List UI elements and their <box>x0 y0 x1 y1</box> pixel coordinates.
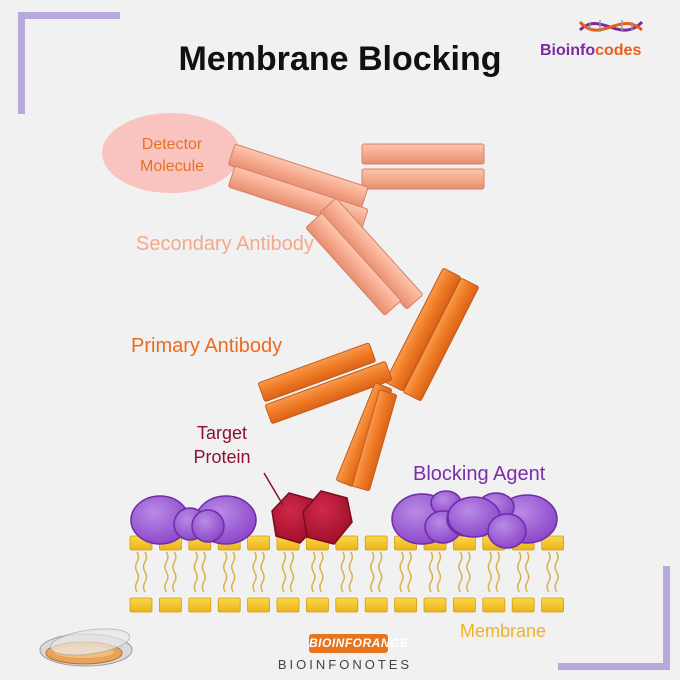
membrane-tail <box>222 551 228 593</box>
membrane-tail <box>289 551 295 593</box>
petri-dish-icon <box>39 628 133 667</box>
membrane-tail <box>428 551 434 593</box>
membrane-tail <box>252 551 257 593</box>
membrane-tail <box>524 551 530 593</box>
membrane-tail <box>319 551 324 593</box>
membrane-tail <box>340 551 346 593</box>
target-label-line1: Target <box>196 423 248 443</box>
membrane-tails <box>134 551 559 593</box>
footer-brand-text: BIOINFONOTES <box>277 657 413 672</box>
detector-molecule-label: Detector Molecule <box>112 134 232 178</box>
membrane-head <box>129 597 153 613</box>
membrane-tail <box>554 551 559 593</box>
membrane-tail <box>260 551 265 593</box>
detector-label-line1: Detector <box>141 136 203 153</box>
primary-antibody-label: Primary Antibody <box>131 335 283 357</box>
dna-logo-icon <box>578 20 644 32</box>
membrane-head <box>511 597 535 613</box>
membrane-head <box>335 597 359 613</box>
brand-logo: Bioinfocodes <box>540 42 641 60</box>
target-pointer-line <box>263 472 284 506</box>
membrane-tail <box>487 551 493 593</box>
membrane-tail <box>348 551 354 593</box>
detector-label-line2: Molecule <box>139 158 205 175</box>
membrane-tail <box>399 551 404 593</box>
membrane-tail <box>377 551 383 593</box>
membrane-tail <box>230 551 236 593</box>
secondary-antibody-shape <box>228 143 485 316</box>
membrane-head <box>217 597 241 613</box>
secondary-antibody-label: Secondary Antibody <box>136 233 314 255</box>
target-protein-label: Target Protein <box>180 421 264 469</box>
membrane-head <box>452 597 476 613</box>
membrane-tail <box>436 551 442 593</box>
logo-suffix: codes <box>595 42 642 59</box>
membrane-head <box>305 597 329 613</box>
membrane-tail <box>142 551 148 593</box>
blocking-agent-left <box>130 495 257 545</box>
membrane-head <box>541 597 564 613</box>
membrane-head <box>394 597 418 613</box>
logo-prefix: Bioinfo <box>540 42 596 59</box>
membrane-head <box>247 597 271 613</box>
membrane-tail <box>201 551 207 593</box>
blocking-agent-label: Blocking Agent <box>413 463 546 485</box>
footer-brand-badge: BIOINFORANGE <box>309 634 408 653</box>
detector-molecule-shape <box>102 113 240 193</box>
membrane-tail <box>546 551 551 593</box>
membrane-head <box>247 535 271 551</box>
membrane-tail <box>134 551 140 593</box>
membrane-head <box>188 597 212 613</box>
membrane-head <box>276 597 300 613</box>
membrane-tail <box>369 551 375 593</box>
membrane-head <box>482 597 506 613</box>
membrane-tail <box>458 551 463 593</box>
blocking-agent-right <box>391 490 558 549</box>
bottom-right-frame <box>558 566 670 670</box>
membrane-tail <box>495 551 501 593</box>
membrane-head <box>541 535 564 551</box>
membrane-tail <box>164 551 169 593</box>
membrane-tail <box>407 551 412 593</box>
page-title: Membrane Blocking <box>178 40 502 78</box>
membrane-head <box>423 597 447 613</box>
membrane-head <box>335 535 359 551</box>
membrane-tail <box>311 551 316 593</box>
membrane-head <box>158 597 182 613</box>
primary-antibody-shape <box>258 268 479 491</box>
membrane-tail <box>466 551 471 593</box>
membrane-head <box>364 535 388 551</box>
target-label-line2: Protein <box>193 447 251 467</box>
membrane-label: Membrane <box>460 621 547 641</box>
membrane-tail <box>172 551 177 593</box>
membrane-heads <box>129 535 564 613</box>
top-left-frame <box>18 12 120 114</box>
membrane-tail <box>516 551 522 593</box>
membrane-tail <box>193 551 199 593</box>
target-protein-shape <box>271 490 353 545</box>
membrane-tail <box>281 551 287 593</box>
membrane-head <box>364 597 388 613</box>
